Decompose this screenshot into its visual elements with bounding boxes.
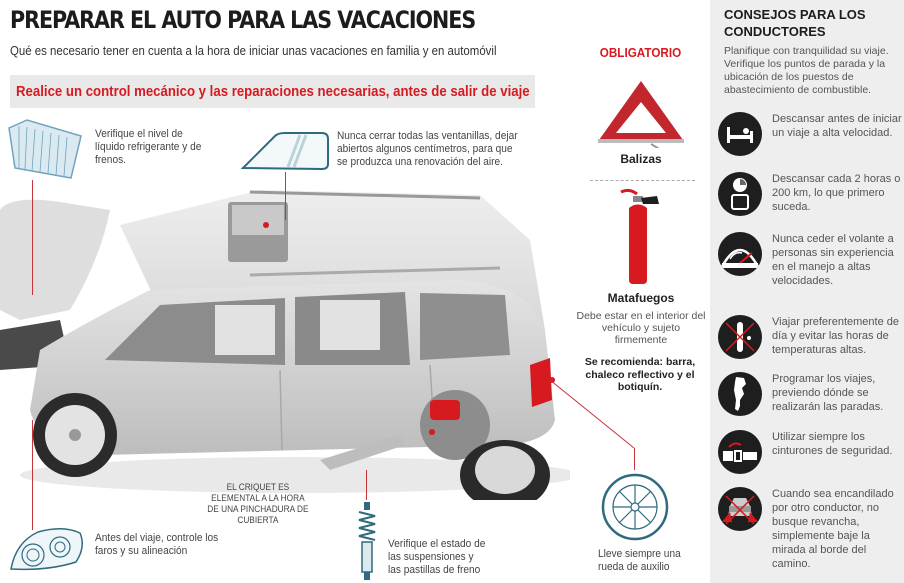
suspension-leader <box>366 470 367 500</box>
tip-text: Descansar cada 2 horas o 200 km, lo que … <box>772 173 901 213</box>
spare-wheel-icon <box>601 473 669 541</box>
obligatorio-heading: OBLIGATORIO <box>599 45 682 60</box>
matafuegos-label: Matafuegos <box>607 291 675 305</box>
suspension-icon <box>358 502 376 580</box>
bed-icon <box>718 112 762 156</box>
car-glare-crossed-icon <box>718 487 762 531</box>
tip-text: Cuando sea encandilado por otro conducto… <box>772 488 894 570</box>
radiator-leader <box>32 180 33 295</box>
warning-triangle-icon <box>598 81 684 148</box>
spare-wheel-note: Lleve siempre una rueda de auxilio <box>598 548 681 573</box>
tip-text: Nunca ceder el volante a personas sin ex… <box>772 233 894 287</box>
spare-wheel-leader <box>634 448 635 470</box>
window-note: Nunca cerrar todas las ventanillas, deja… <box>337 130 518 168</box>
tip-text: Viajar preferentemente de día y evitar l… <box>772 316 899 356</box>
fire-extinguisher-icon <box>620 188 659 284</box>
matafuegos-desc: Debe estar en el interior del vehículo y… <box>576 310 706 346</box>
car-window-icon <box>240 132 329 171</box>
thermometer-crossed-icon <box>718 315 762 359</box>
rest-clock-icon <box>718 172 762 216</box>
jack-note: EL CRIQUET ES ELEMENTAL A LA HORA DE UNA… <box>207 482 309 525</box>
window-leader <box>285 172 286 220</box>
page-title: PREPARAR EL AUTO PARA LAS VACACIONES <box>10 6 476 34</box>
argentina-map-icon <box>718 372 762 416</box>
taillight-leader-line <box>549 379 635 449</box>
seatbelt-icon <box>718 430 762 474</box>
radiator-note: Verifique el nivel de líquido refrigeran… <box>95 128 202 166</box>
car-illustration <box>0 190 570 500</box>
tip-text: Programar los viajes, previendo dónde se… <box>772 373 884 413</box>
banner-text: Realice un control mecánico y las repara… <box>15 83 530 100</box>
recommendation-note: Se recomienda: barra, chaleco reflectivo… <box>584 356 696 393</box>
obligatorio-divider <box>590 180 695 181</box>
tip-text: Descansar antes de iniciar un viaje a al… <box>772 113 902 139</box>
tip-text: Utilizar siempre los cinturones de segur… <box>772 431 893 457</box>
speedometer-icon <box>718 232 762 276</box>
suspension-note: Verifique el estado de las suspensiones … <box>388 538 486 576</box>
driver-tips-sidebar: CONSEJOS PARA LOS CONDUCTORES Planifique… <box>710 0 904 583</box>
headlight-leader <box>32 420 33 530</box>
sidebar-intro: Planifique con tranquilidad su viaje. Ve… <box>724 45 889 96</box>
headlight-note: Antes del viaje, controle los faros y su… <box>95 532 219 557</box>
warning-banner: Realice un control mecánico y las repara… <box>10 75 535 108</box>
page-subtitle: Qué es necesario tener en cuenta a la ho… <box>10 43 497 58</box>
balizas-label: Balizas <box>620 152 662 166</box>
radiator-icon <box>8 119 82 179</box>
headlight-icon <box>10 528 83 571</box>
sidebar-title: CONSEJOS PARA LOS CONDUCTORES <box>724 7 866 39</box>
